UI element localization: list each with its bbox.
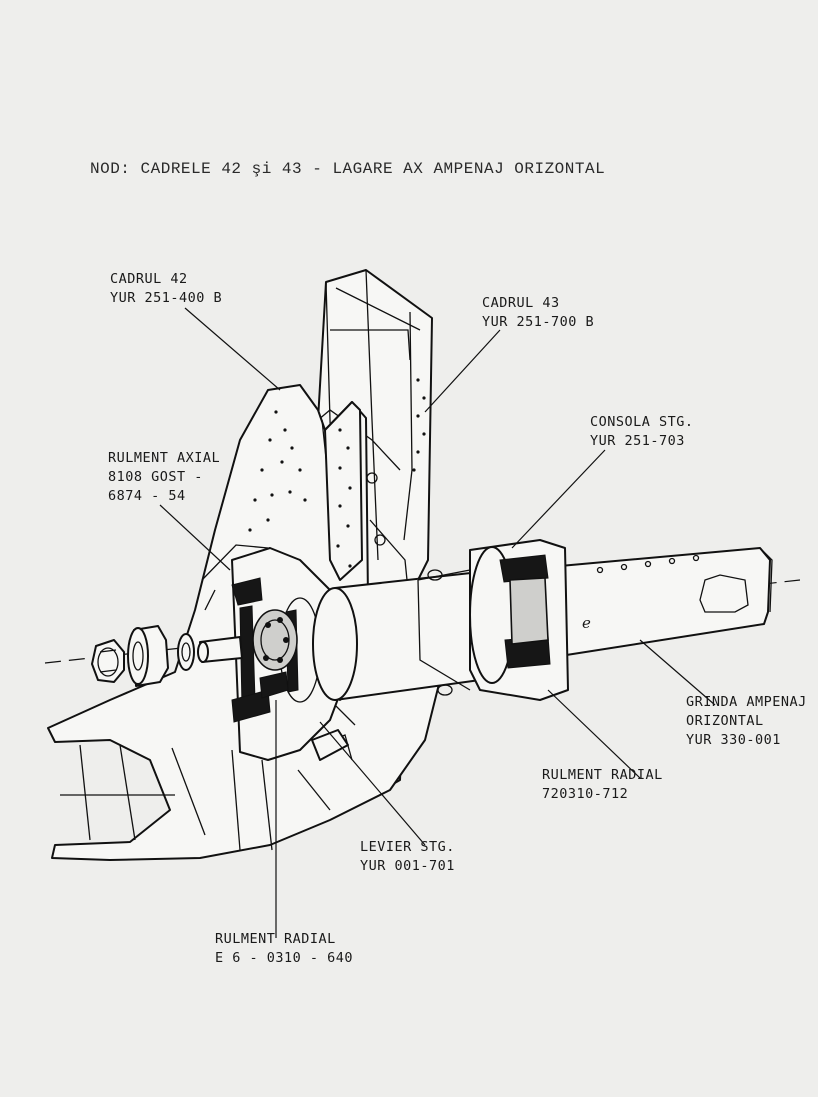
label-rulment-radial-2-line1: RULMENT RADIAL	[215, 931, 336, 947]
label-rulment-radial-1-line1: RULMENT RADIAL	[542, 767, 663, 783]
console-bracket	[417, 539, 569, 701]
shaft-stub	[197, 636, 243, 663]
shaft-mark: e	[582, 614, 592, 632]
leader-lines	[159, 307, 716, 938]
label-rulment-radial-1-line2: 720310-712	[542, 786, 629, 802]
label-grinda-line3: YUR 330-001	[686, 732, 781, 748]
rivets	[248, 378, 426, 568]
label-grinda-line1: GRINDA AMPENAJ	[686, 694, 807, 710]
label-consola: CONSOLA STG. YUR 251-703	[590, 413, 694, 451]
label-levier: LEVIER STG. YUR 001-701	[360, 838, 455, 876]
drawing-title: NOD: CADRELE 42 şi 43 - LAGARE AX AMPENA…	[90, 160, 606, 178]
label-rulment-axial-line1: RULMENT AXIAL	[108, 450, 221, 466]
label-rulment-radial-2: RULMENT RADIAL E 6 - 0310 - 640	[215, 930, 353, 968]
label-consola-line2: YUR 251-703	[590, 433, 685, 449]
bearing-housing	[231, 577, 299, 723]
label-cadrul-42: CADRUL 42 YUR 251-400 B	[110, 270, 222, 308]
label-grinda: GRINDA AMPENAJ ORIZONTAL YUR 330-001	[686, 693, 807, 750]
label-rulment-axial: RULMENT AXIAL 8108 GOST - 6874 - 54	[108, 449, 220, 506]
label-cadrul-43-line1: CADRUL 43	[482, 295, 560, 311]
label-cadrul-42-line2: YUR 251-400 B	[110, 290, 223, 306]
label-rulment-axial-line3: 6874 - 54	[108, 488, 186, 504]
label-consola-line1: CONSOLA STG.	[590, 414, 694, 430]
label-cadrul-43-line2: YUR 251-700 B	[482, 314, 595, 330]
nut-assembly	[91, 625, 195, 687]
label-levier-line2: YUR 001-701	[360, 858, 455, 874]
label-rulment-radial-1: RULMENT RADIAL 720310-712	[542, 766, 663, 804]
label-grinda-line2: ORIZONTAL	[686, 713, 764, 729]
label-cadrul-42-line1: CADRUL 42	[110, 271, 188, 287]
label-levier-line1: LEVIER STG.	[360, 839, 455, 855]
label-rulment-axial-line2: 8108 GOST -	[108, 469, 203, 485]
label-rulment-radial-2-line2: E 6 - 0310 - 640	[215, 950, 354, 966]
label-cadrul-43: CADRUL 43 YUR 251-700 B	[482, 294, 594, 332]
